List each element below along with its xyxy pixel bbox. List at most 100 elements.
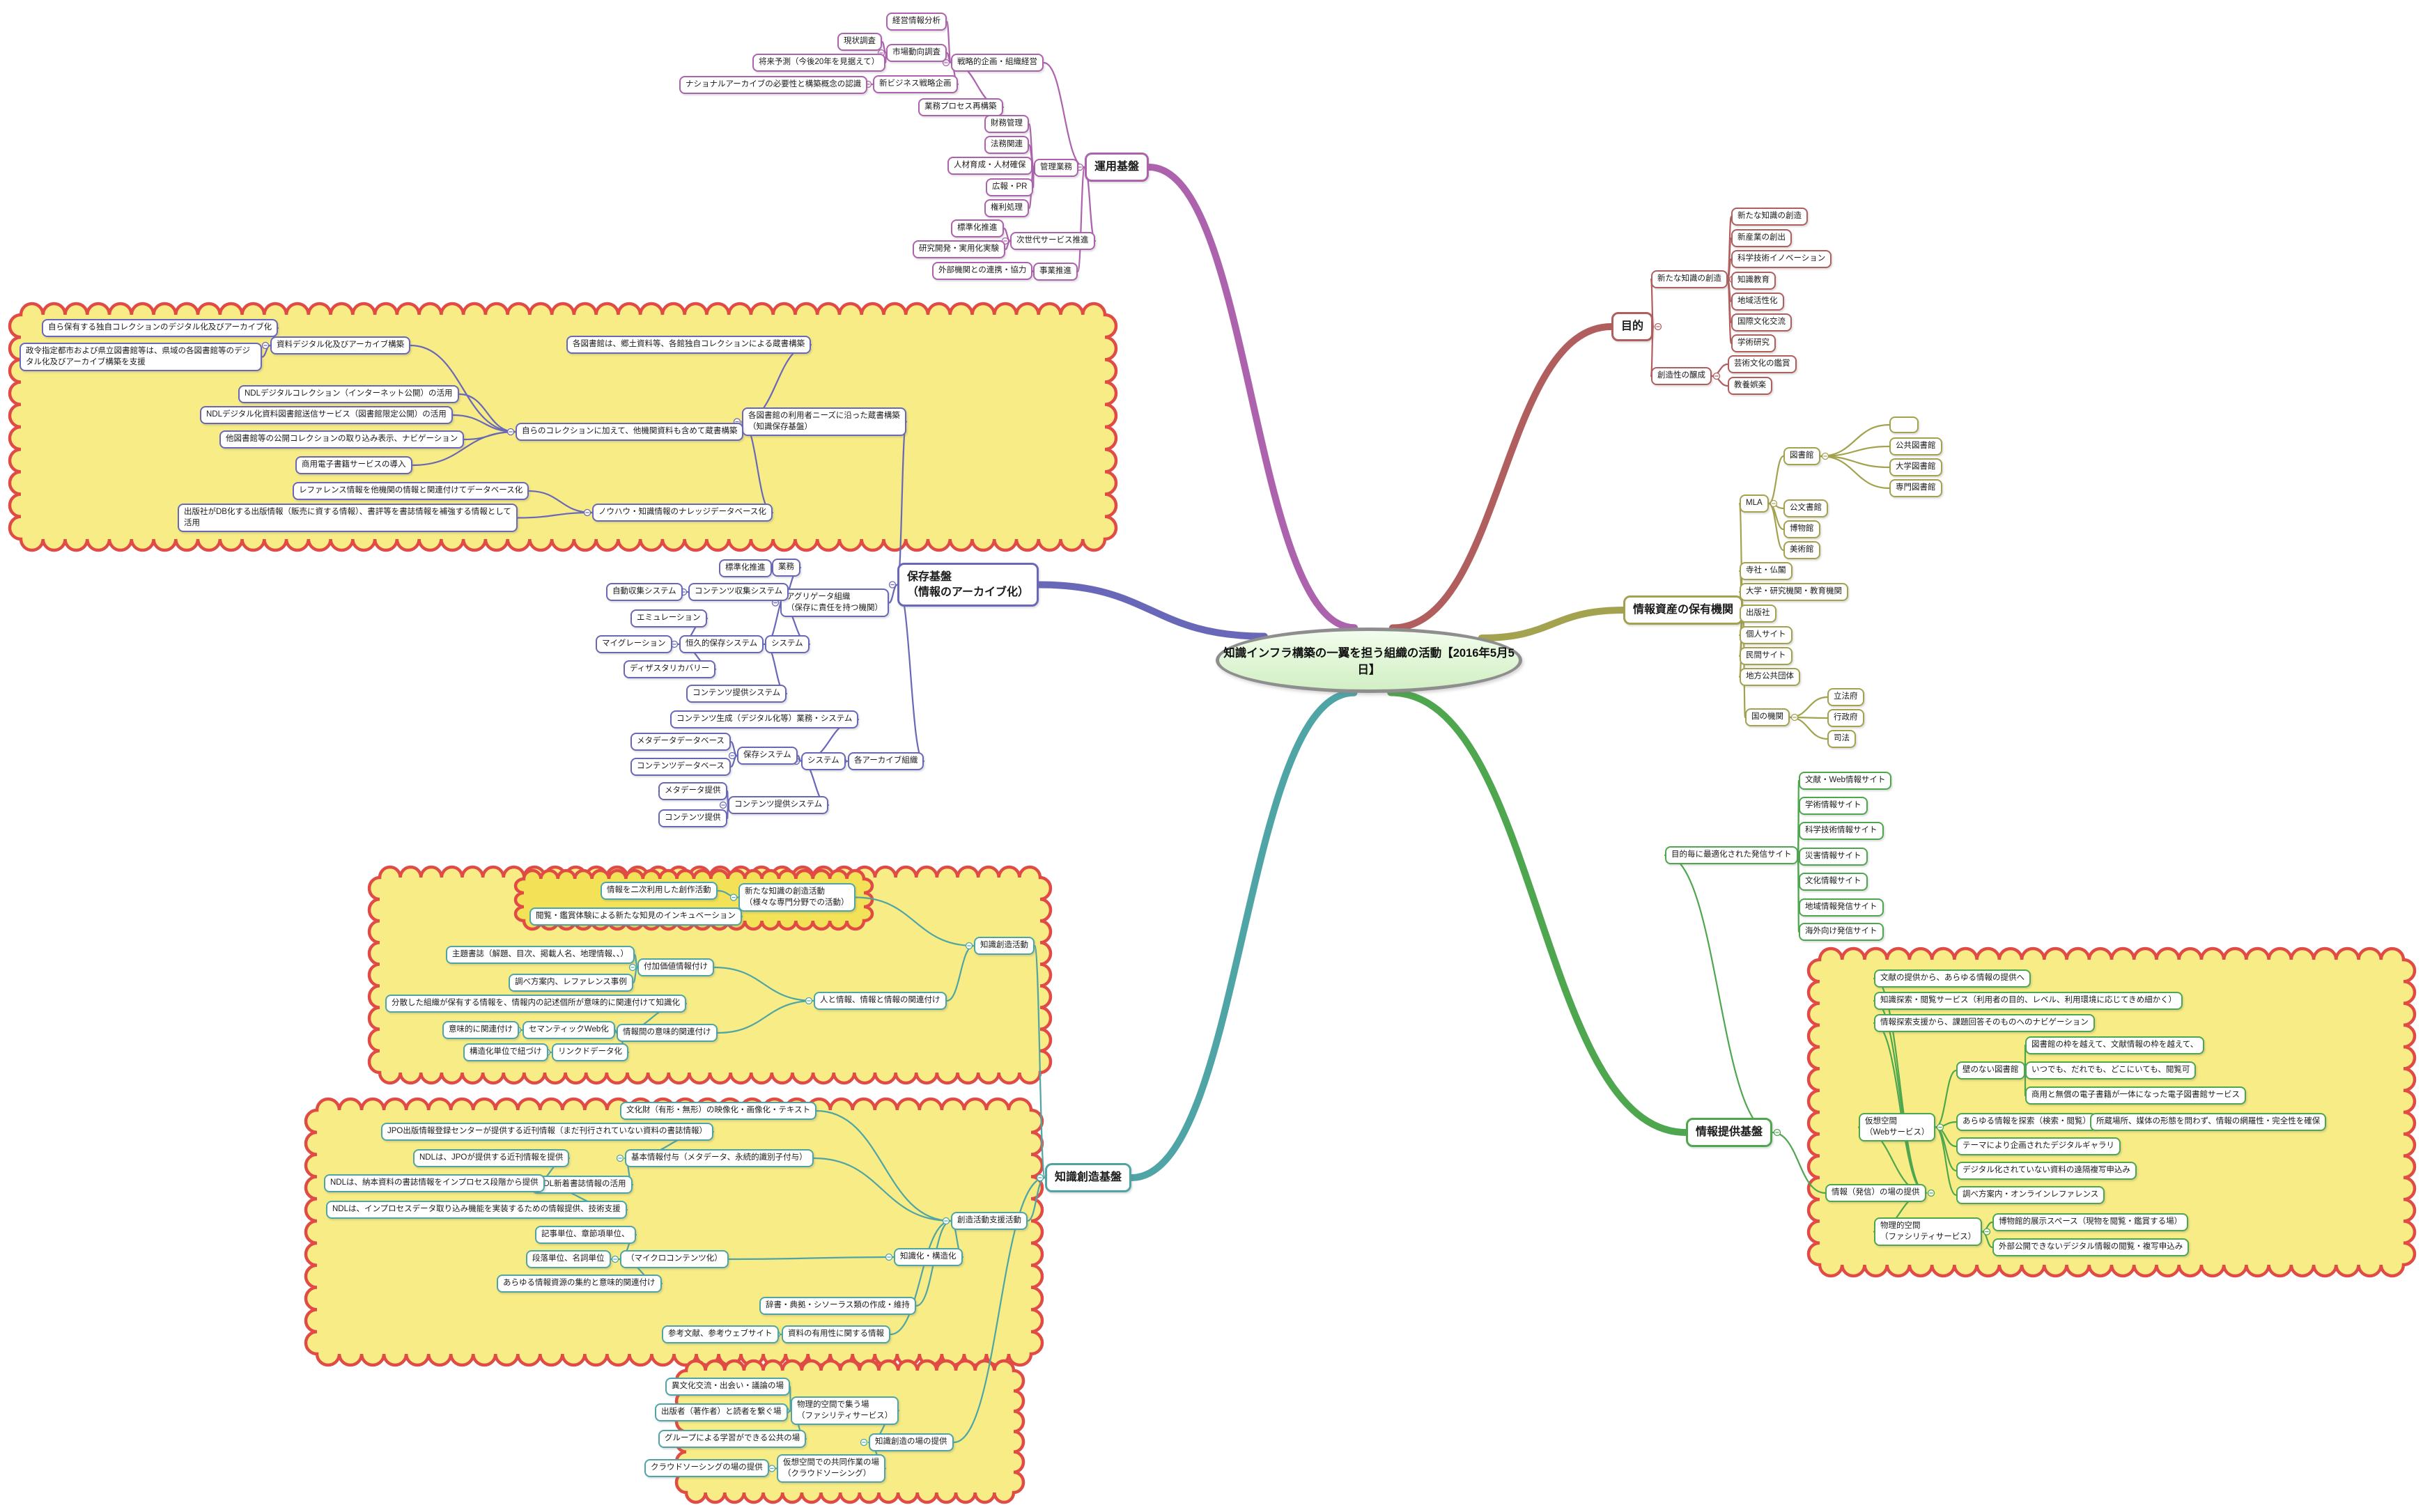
mindmap-node-t20[interactable]: 辞書・典拠・シソーラス類の作成・維持 (759, 1297, 916, 1315)
mindmap-node-t23[interactable]: NDL新着書誌情報の活用 (532, 1176, 633, 1194)
collapse-minus-icon[interactable] (728, 751, 736, 760)
mindmap-node-t22[interactable]: JPO出版情報登録センターが提供する近刊情報（まだ刊行されていない資料の書誌情報… (381, 1123, 714, 1141)
mindmap-node-c5[interactable]: NDLデジタルコレクション（インターネット公開）の活用 (238, 385, 459, 403)
mindmap-node-c6[interactable]: NDLデジタル化資料図書館送信サービス（図書館限定公開）の活用 (200, 406, 453, 424)
mindmap-node-o11[interactable]: 博物館 (1783, 520, 1820, 538)
mindmap-node-b15[interactable]: 保存システム (737, 747, 798, 765)
mindmap-node-p12[interactable]: 財務管理 (984, 115, 1029, 133)
mindmap-node-g18[interactable]: デジタル化されていない資料の遠隔複写申込み (1956, 1162, 2137, 1180)
mindmap-node-t29[interactable]: 段落単位、名詞単位 (526, 1250, 611, 1268)
mindmap-node-t4[interactable]: 新たな知識の創造活動 （様々な専門分野での活動） (738, 883, 856, 912)
mindmap-node-r7[interactable]: 地域活性化 (1731, 293, 1784, 311)
collapse-minus-icon[interactable] (1936, 1123, 1944, 1131)
mindmap-node-o6[interactable]: 民間サイト (1740, 647, 1793, 665)
mindmap-node-o16[interactable]: 専門図書館 (1889, 479, 1942, 497)
mindmap-node-t19[interactable]: 知識化・構造化 (894, 1248, 963, 1266)
mindmap-node-g10[interactable]: 文献の提供から、あらゆる情報の提供へ (1874, 969, 2031, 988)
mindmap-node-g20[interactable]: 図書館の枠を越えて、文献情報の枠を越えて、 (2025, 1036, 2205, 1054)
collapse-minus-icon[interactable] (965, 942, 973, 950)
mindmap-node-t37[interactable]: クラウドソーシングの場の提供 (644, 1459, 769, 1477)
mindmap-node-t8[interactable]: 付加価値情報付け (637, 958, 714, 976)
mindmap-node-t7[interactable]: 閲覧・鑑賞体験による新たな知見のインキュベーション (529, 907, 742, 926)
mindmap-node-g8[interactable]: 海外向け発信サイト (1799, 923, 1884, 941)
mindmap-node-r11[interactable]: 教養娯楽 (1728, 377, 1772, 395)
mindmap-node-b19[interactable]: メタデータ提供 (658, 782, 727, 800)
collapse-minus-icon[interactable] (1790, 713, 1799, 722)
mindmap-node-b6[interactable]: コンテンツ収集システム (688, 583, 789, 601)
mindmap-node-t27[interactable]: （マイクロコンテンツ化） (620, 1250, 729, 1268)
mindmap-node-c0[interactable]: 各図書館の利用者ニーズに沿った蔵書構築 （知識保存基盤） (742, 407, 906, 437)
mindmap-node-p19[interactable]: 外部機関との連携・協力 (932, 262, 1033, 280)
mindmap-node-b3[interactable]: 業務 (772, 559, 800, 577)
mindmap-node-c8[interactable]: 商用電子書籍サービスの導入 (295, 456, 412, 474)
mindmap-node-g21[interactable]: いつでも、だれでも、どこにいても、閲覧可 (2025, 1061, 2197, 1080)
mindmap-node-b13[interactable]: システム (801, 752, 846, 770)
mindmap-node-p0[interactable]: 運用基盤 (1085, 153, 1149, 182)
collapse-minus-icon[interactable] (888, 581, 897, 589)
mindmap-node-t9[interactable]: 情報間の意味的関連付け (617, 1024, 718, 1042)
mindmap-node-p1[interactable]: 戦略的企画・組織経営 (951, 54, 1044, 72)
mindmap-node-b10[interactable]: エミュレーション (630, 609, 707, 628)
mindmap-node-t16[interactable]: 構造化単位で紐づけ (463, 1043, 548, 1061)
mindmap-node-g6[interactable]: 文化情報サイト (1799, 873, 1868, 891)
mindmap-node-t36[interactable]: グループによる学習ができる公共の場 (658, 1430, 807, 1448)
mindmap-node-b18[interactable]: コンテンツデータベース (630, 758, 731, 776)
mindmap-node-t32[interactable]: 物理的空間で集う場 （ファシリティサービス） (791, 1396, 899, 1426)
mindmap-node-o14[interactable]: 公共図書館 (1889, 437, 1942, 455)
mindmap-node-t5[interactable]: 人と情報、情報と情報の関連付け (814, 992, 947, 1010)
mindmap-node-g19[interactable]: 調べ方案内・オンラインレファレンス (1956, 1186, 2105, 1204)
collapse-minus-icon[interactable] (719, 801, 727, 809)
mindmap-node-r6[interactable]: 知識教育 (1731, 272, 1776, 290)
mindmap-node-t11[interactable]: 調べ方案内、レファレンス事例 (509, 974, 633, 992)
mindmap-node-r8[interactable]: 国際文化交流 (1731, 313, 1792, 332)
mindmap-node-g0[interactable]: 情報提供基盤 (1686, 1118, 1773, 1147)
mindmap-node-p17[interactable]: 標準化推進 (951, 219, 1004, 237)
collapse-minus-icon[interactable] (1036, 1174, 1044, 1182)
mindmap-node-t31[interactable]: 参考文献、参考ウェブサイト (662, 1325, 779, 1343)
mindmap-node-o13[interactable] (1889, 416, 1919, 433)
mindmap-node-o18[interactable]: 行政府 (1827, 709, 1864, 727)
collapse-minus-icon[interactable] (1712, 372, 1721, 380)
mindmap-node-g13[interactable]: 仮想空間 （Webサービス） (1859, 1113, 1936, 1142)
mindmap-node-t3[interactable]: 知識創造の場の提供 (869, 1433, 954, 1451)
mindmap-node-r10[interactable]: 芸術文化の鑑賞 (1728, 355, 1797, 373)
mindmap-node-r9[interactable]: 学術研究 (1731, 334, 1776, 352)
collapse-minus-icon[interactable] (1821, 452, 1829, 460)
mindmap-node-o10[interactable]: 公文書館 (1783, 499, 1828, 517)
collapse-minus-icon[interactable] (1773, 1128, 1781, 1137)
mindmap-node-o1[interactable]: MLA (1740, 494, 1769, 513)
mindmap-node-o7[interactable]: 地方公共団体 (1740, 668, 1800, 686)
mindmap-node-g2[interactable]: 文献・Web情報サイト (1799, 772, 1892, 790)
mindmap-node-g22[interactable]: 商用と無償の電子書籍が一体になった電子図書館サービス (2025, 1086, 2246, 1105)
mindmap-node-t28[interactable]: 記事単位、章節項単位、 (535, 1226, 636, 1244)
mindmap-node-p13[interactable]: 法務関連 (984, 136, 1029, 154)
collapse-minus-icon[interactable] (583, 508, 591, 517)
mindmap-node-c11[interactable]: レファレンス情報を他機関の情報と関連付けてデータベース化 (293, 482, 529, 500)
mindmap-node-t12[interactable]: 分散した組織が保有する情報を、情報内の記述個所が意味的に関連付けて知識化 (385, 995, 686, 1013)
mindmap-node-c4[interactable]: 資料デジタル化及びアーカイブ構築 (270, 336, 411, 354)
mindmap-node-p3[interactable]: 次世代サービス推進 (1010, 232, 1095, 250)
mindmap-node-c10[interactable]: 政令指定都市および県立図書館等は、県域の各図書館等のデジタル化及びアーカイブ構築… (20, 343, 262, 372)
mindmap-node-p14[interactable]: 人材育成・人材確保 (947, 157, 1032, 175)
collapse-minus-icon[interactable] (670, 640, 679, 648)
mindmap-node-g7[interactable]: 地域情報発信サイト (1799, 898, 1884, 917)
mindmap-node-o4[interactable]: 出版社 (1740, 605, 1776, 623)
mindmap-node-g24[interactable]: 博物館的展示スペース（現物を閲覧・鑑賞する場） (1992, 1213, 2189, 1231)
mindmap-node-t14[interactable]: リンクドデータ化 (552, 1043, 628, 1061)
collapse-minus-icon[interactable] (942, 1217, 950, 1225)
mindmap-node-p16[interactable]: 権利処理 (984, 199, 1029, 217)
mindmap-node-o15[interactable]: 大学図書館 (1889, 458, 1942, 476)
mindmap-node-g23[interactable]: 所蔵場所、媒体の形態を問わず、情報の網羅性・完全性を確保 (2090, 1113, 2327, 1131)
mindmap-node-c2[interactable]: 自らのコレクションに加えて、他機関資料も含めて蔵書構築 (516, 423, 744, 441)
mindmap-node-b7[interactable]: 恒久的保存システム (679, 635, 764, 653)
mindmap-node-t17[interactable]: 文化財（有形・無形）の映像化・画像化・テキスト (620, 1102, 817, 1120)
mindmap-node-o17[interactable]: 立法府 (1827, 688, 1864, 706)
mindmap-node-t15[interactable]: 意味的に関連付け (442, 1021, 519, 1039)
mindmap-node-o8[interactable]: 国の機関 (1745, 708, 1790, 726)
mindmap-node-c3[interactable]: ノウハウ・知識情報のナレッジデータベース化 (592, 504, 773, 522)
mindmap-node-t34[interactable]: 異文化交流・出会い・議論の場 (665, 1378, 790, 1396)
collapse-minus-icon[interactable] (1927, 1189, 1935, 1197)
mindmap-node-g25[interactable]: 外部公開できないデジタル情報の閲覧・複写申込み (1992, 1238, 2190, 1256)
collapse-minus-icon[interactable] (729, 894, 738, 901)
mindmap-node-t25[interactable]: NDLは、納本資料の書誌情報をインプロセス段階から提供 (324, 1174, 545, 1192)
